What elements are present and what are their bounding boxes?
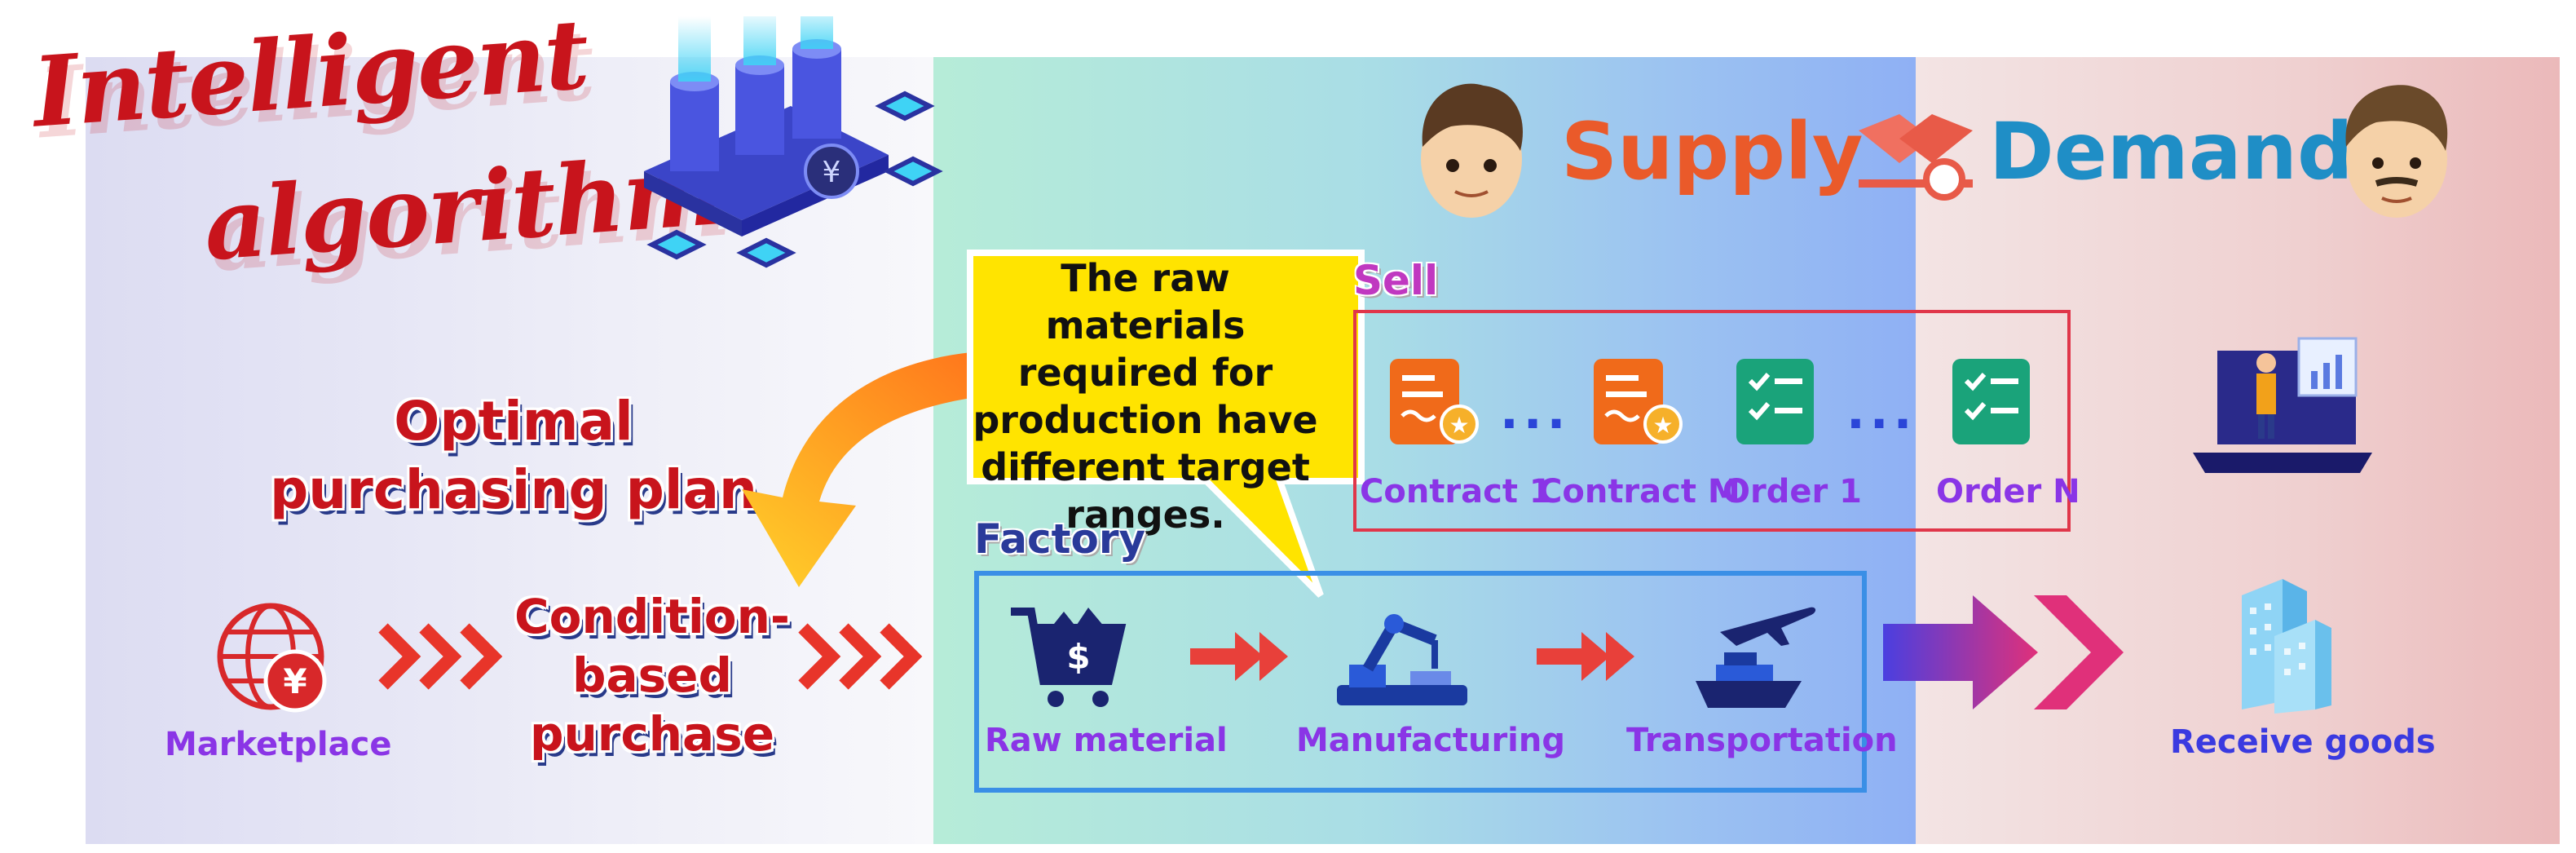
- contract-icon: ★: [1594, 359, 1683, 444]
- ellipsis: ...: [1846, 383, 1917, 440]
- order-icon: [1952, 359, 2030, 444]
- factory-step-label: Transportation: [1626, 722, 1898, 759]
- svg-text:★: ★: [1652, 412, 1673, 439]
- double-arrow-icon: [1190, 632, 1288, 681]
- server-stack-icon: ¥: [644, 16, 943, 268]
- big-arrow-icon: [1883, 595, 2124, 709]
- supply-person-avatar: [1421, 83, 1523, 218]
- sell-item-label: Order 1: [1722, 473, 1862, 510]
- sell-item-label: Contract M: [1538, 473, 1740, 510]
- supply-title: Supply: [1561, 106, 1864, 197]
- curved-arrow-icon: [742, 350, 1043, 587]
- sell-item-label: Order N: [1936, 473, 2080, 510]
- contract-icon: ★: [1390, 359, 1479, 444]
- double-arrow-icon: [1537, 632, 1634, 681]
- demand-title: Demand: [1989, 106, 2353, 197]
- condition-line-3: purchase: [529, 706, 775, 762]
- globe-yen-icon: ¥: [217, 603, 327, 713]
- sell-item-label: Contract 1: [1360, 473, 1552, 510]
- laptop-presenter-icon: [2193, 337, 2372, 473]
- ellipsis: ...: [1500, 383, 1571, 440]
- cart-icon: $: [1011, 608, 1127, 707]
- svg-text:¥: ¥: [283, 661, 307, 701]
- svg-text:¥: ¥: [823, 156, 841, 189]
- receive-goods-label: Receive goods: [2170, 723, 2436, 761]
- factory-step-label: Raw material: [985, 722, 1228, 759]
- factory-step-label: Manufacturing: [1296, 722, 1565, 759]
- handshake-icon: [1859, 114, 1973, 201]
- callout-text: The raw materials required for productio…: [973, 256, 1318, 537]
- buildings-icon: [2242, 579, 2331, 714]
- marketplace-label: Marketplace: [165, 726, 392, 763]
- chevrons-icon: [378, 623, 503, 690]
- demand-panel: [1916, 57, 2560, 844]
- plan-title-line-2: purchasing plan: [270, 458, 757, 521]
- plan-title-line-1: Optimal: [394, 390, 633, 453]
- order-icon: [1736, 359, 1814, 444]
- svg-text:★: ★: [1449, 412, 1469, 439]
- svg-text:$: $: [1066, 637, 1090, 677]
- factory-box: [974, 571, 1867, 793]
- callout-bubble: [967, 250, 1365, 598]
- plan-title: Optimal purchasing plan: [245, 387, 783, 524]
- ship-plane-icon: [1696, 607, 1816, 708]
- sell-tag: Sell: [1353, 257, 1439, 304]
- factory-tag: Factory: [974, 515, 1146, 563]
- robot-arm-icon: [1337, 614, 1467, 705]
- condition-line-2: based: [571, 647, 733, 703]
- chevrons-icon: [798, 623, 923, 690]
- condition-based-purchase-label: Condition- based purchase: [505, 587, 799, 763]
- sell-box: [1353, 310, 2071, 532]
- demand-person-avatar: [2345, 85, 2448, 218]
- condition-line-1: Condition-: [514, 589, 790, 644]
